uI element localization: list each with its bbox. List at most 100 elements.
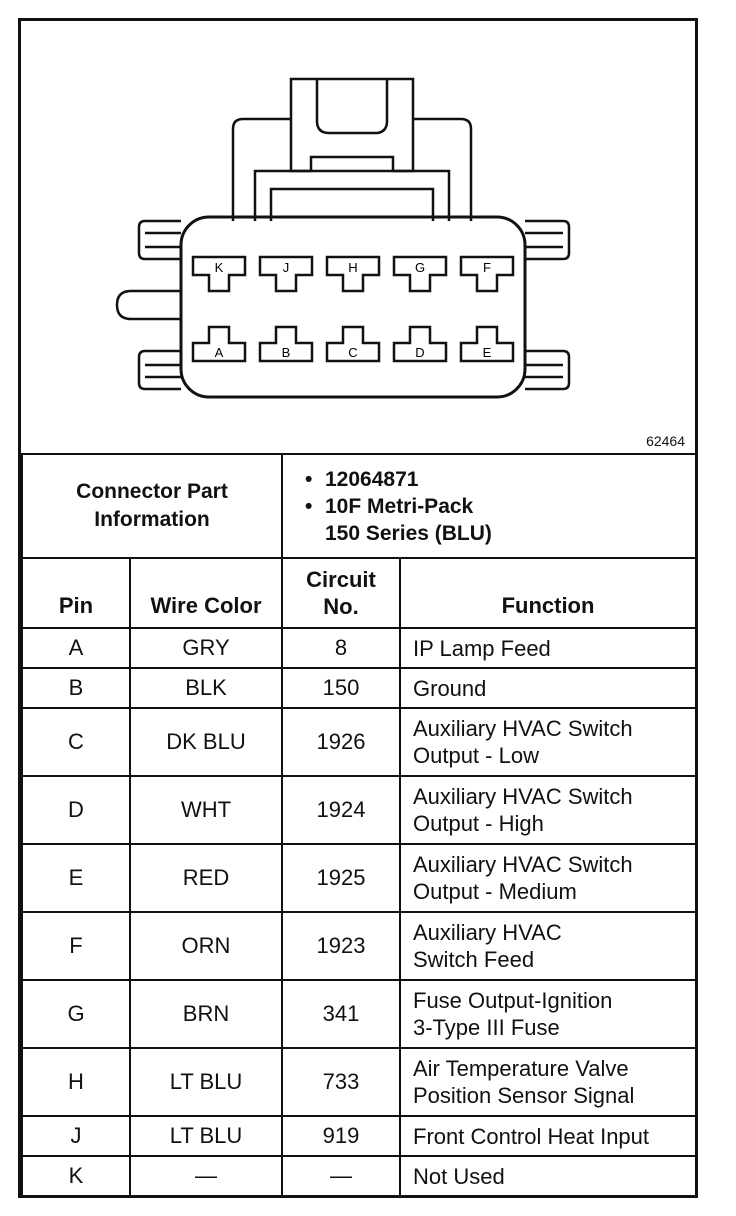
function-line1: Auxiliary HVAC Switch bbox=[413, 716, 633, 741]
circuit-cell: 1923 bbox=[281, 911, 401, 981]
header-circuit-line2: No. bbox=[323, 594, 359, 619]
function-line1: Fuse Output-Ignition bbox=[413, 988, 613, 1013]
function-line1: Auxiliary HVAC bbox=[413, 920, 562, 945]
function-line2: Output - Medium bbox=[413, 879, 577, 904]
wire-color-cell: BRN bbox=[129, 979, 283, 1049]
pin-cell: H bbox=[21, 1047, 131, 1117]
function-cell: Ground bbox=[399, 667, 697, 709]
pin-cavity-g: G bbox=[392, 255, 448, 293]
pin-cell: D bbox=[21, 775, 131, 845]
circuit-cell: 8 bbox=[281, 627, 401, 669]
connector-info-values: •12064871 •10F Metri-Pack 150 Series (BL… bbox=[281, 453, 697, 559]
circuit-cell: 733 bbox=[281, 1047, 401, 1117]
pin-label: E bbox=[483, 345, 492, 360]
pin-cell: A bbox=[21, 627, 131, 669]
pin-cell: C bbox=[21, 707, 131, 777]
pin-label: H bbox=[348, 260, 357, 275]
circuit-cell: 150 bbox=[281, 667, 401, 709]
header-function: Function bbox=[399, 557, 697, 629]
circuit-cell: 1925 bbox=[281, 843, 401, 913]
pin-cell: E bbox=[21, 843, 131, 913]
pin-label: D bbox=[415, 345, 424, 360]
function-line1: Front Control Heat Input bbox=[413, 1123, 650, 1149]
function-line2: Output - Low bbox=[413, 743, 539, 768]
figure-number: 62464 bbox=[646, 433, 685, 449]
header-wire-color: Wire Color bbox=[129, 557, 283, 629]
pin-cavity-d: D bbox=[392, 325, 448, 363]
pin-label: F bbox=[483, 260, 491, 275]
function-line1: Auxiliary HVAC Switch bbox=[413, 784, 633, 809]
pin-label: A bbox=[215, 345, 224, 360]
pin-cavity-c: C bbox=[325, 325, 381, 363]
function-line2: 3-Type III Fuse bbox=[413, 1015, 560, 1040]
table-row: K——Not Used bbox=[21, 1155, 697, 1197]
function-line2: Output - High bbox=[413, 811, 544, 836]
pin-cavity-h: H bbox=[325, 255, 381, 293]
pin-cell: K bbox=[21, 1155, 131, 1197]
header-pin: Pin bbox=[21, 557, 131, 629]
connector-info-title: Connector Part Information bbox=[21, 453, 283, 559]
function-cell: IP Lamp Feed bbox=[399, 627, 697, 669]
circuit-cell: 341 bbox=[281, 979, 401, 1049]
pin-label: J bbox=[283, 260, 290, 275]
function-cell: Front Control Heat Input bbox=[399, 1115, 697, 1157]
function-line2: Position Sensor Signal bbox=[413, 1083, 635, 1108]
series-line1: 10F Metri-Pack bbox=[325, 494, 474, 518]
circuit-cell: 919 bbox=[281, 1115, 401, 1157]
circuit-cell: 1926 bbox=[281, 707, 401, 777]
pin-cell: J bbox=[21, 1115, 131, 1157]
pin-cavity-b: B bbox=[258, 325, 314, 363]
function-cell: Not Used bbox=[399, 1155, 697, 1197]
pin-cavities: K J H G F A B C D E bbox=[191, 255, 515, 363]
pin-cavity-a: A bbox=[191, 325, 247, 363]
function-line1: Auxiliary HVAC Switch bbox=[413, 852, 633, 877]
function-line2: Switch Feed bbox=[413, 947, 535, 972]
part-number: 12064871 bbox=[325, 467, 419, 491]
header-circuit: Circuit No. bbox=[281, 557, 401, 629]
wire-color-cell: LT BLU bbox=[129, 1047, 283, 1117]
connector-table: Connector Part Information •12064871 •10… bbox=[21, 453, 697, 1197]
wire-color-cell: GRY bbox=[129, 627, 283, 669]
function-line1: Ground bbox=[413, 675, 487, 701]
series-line2: 150 Series (BLU) bbox=[325, 521, 492, 545]
wire-color-cell: BLK bbox=[129, 667, 283, 709]
pin-cell: G bbox=[21, 979, 131, 1049]
circuit-cell: 1924 bbox=[281, 775, 401, 845]
pin-cavity-k: K bbox=[191, 255, 247, 293]
pin-cavity-j: J bbox=[258, 255, 314, 293]
pin-cell: F bbox=[21, 911, 131, 981]
pin-cavity-f: F bbox=[459, 255, 515, 293]
wire-color-cell: DK BLU bbox=[129, 707, 283, 777]
circuit-cell: — bbox=[281, 1155, 401, 1197]
wire-color-cell: — bbox=[129, 1155, 283, 1197]
connector-info-title-line2: Information bbox=[94, 508, 210, 531]
connector-diagram: K J H G F A B C D E bbox=[115, 77, 571, 399]
pin-label: C bbox=[348, 345, 357, 360]
pin-label: G bbox=[415, 260, 425, 275]
pin-cell: B bbox=[21, 667, 131, 709]
wire-color-cell: LT BLU bbox=[129, 1115, 283, 1157]
wire-color-cell: ORN bbox=[129, 911, 283, 981]
pin-label: B bbox=[282, 345, 291, 360]
function-line1: Not Used bbox=[413, 1163, 505, 1189]
pin-label: K bbox=[215, 260, 224, 275]
function-line1: Air Temperature Valve bbox=[413, 1056, 629, 1081]
wire-color-cell: WHT bbox=[129, 775, 283, 845]
function-line1: IP Lamp Feed bbox=[413, 635, 551, 661]
